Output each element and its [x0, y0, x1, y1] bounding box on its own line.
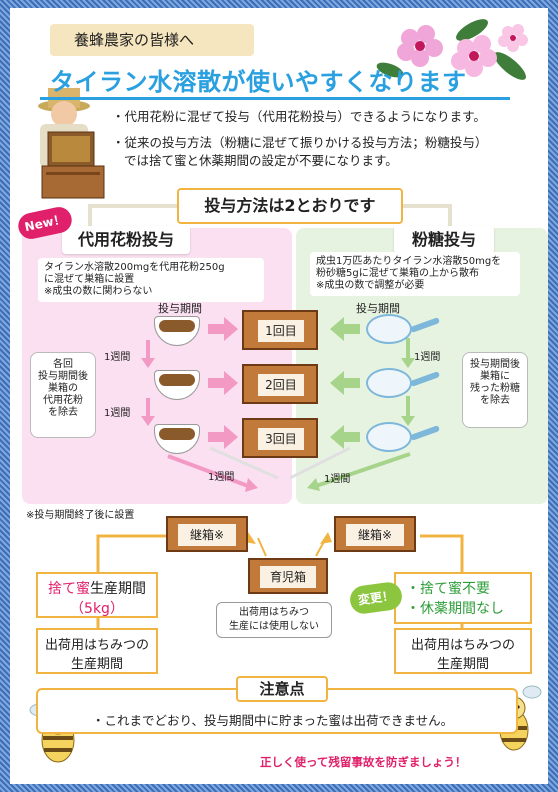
brood-box: 育児箱: [248, 558, 328, 594]
left-ship-line-2: 生産期間: [70, 657, 123, 672]
sugar-method-title: 粉糖投与: [394, 226, 494, 254]
sugar-description: 成虫1万匹あたりタイラン水溶散50mgを 粉砂糖5gに混ぜて巣箱の上から散布 ※…: [310, 252, 520, 296]
sugar-left-arrow-2: [330, 371, 360, 395]
caution-title: 注意点: [236, 676, 328, 702]
sugar-spoon-3-icon: [366, 422, 412, 452]
beekeeper-illustration-icon: [38, 88, 105, 199]
pollen-side-note: 各回 投与期間後 巣箱の 代用花粉 を除去: [30, 352, 96, 438]
caution-text: ・これまでどおり、投与期間中に貯まった蜜は出荷できません。: [92, 713, 454, 728]
pollen-right-arrow-2: [208, 371, 238, 395]
sugar-side-note: 投与期間後 巣箱に 残った粉糖 を除去: [462, 352, 528, 428]
discard-rest-text: 生産期間: [90, 581, 146, 597]
pollen-period-label: 投与期間: [158, 302, 202, 315]
pollen-exit-line: [167, 454, 249, 488]
audience-label: 養蜂農家の皆様へ: [50, 24, 254, 56]
connector-left: [88, 204, 177, 230]
brood-note-line-1: 出荷用はちみつ: [239, 607, 309, 618]
pollen-week-3: 1週間: [208, 472, 235, 483]
right-result-line-2: ・休薬期間なし: [406, 601, 504, 617]
right-result-connector: [420, 534, 464, 574]
pollen-week-1: 1週間: [104, 352, 131, 363]
super-right-label: 継箱※: [346, 524, 404, 546]
sugar-down-arrow-2: [401, 396, 415, 426]
caution-footer: 正しく使って残留事故を防ぎましょう！: [260, 755, 467, 769]
headline-underline: [40, 97, 510, 100]
discard-honey-period-box: 捨て蜜生産期間 （5kg）: [36, 572, 158, 618]
brood-label: 育児箱: [260, 566, 316, 588]
left-shipping-period-box: 出荷用はちみつの 生産期間: [36, 628, 158, 674]
pollen-right-arrow-3: [208, 425, 238, 449]
sugar-desc-line-1: 成虫1万匹あたりタイラン水溶散50mgを: [316, 256, 502, 267]
super-left-label: 継箱※: [178, 524, 236, 546]
sugar-left-arrow-1: [330, 317, 360, 341]
round-2-crate: 2回目: [242, 364, 318, 404]
brood-note-line-2: 生産には使用しない: [229, 621, 319, 632]
pollen-description: タイラン水溶散200mgを代用花粉250g に混ぜて巣箱に設置 ※成虫の数に関わ…: [38, 258, 264, 302]
sugar-desc-line-3: ※成虫の数で調整が必要: [316, 280, 425, 291]
no-withdrawal-box: ・捨て蜜不要 ・休薬期間なし: [394, 572, 532, 624]
round-1-crate: 1回目: [242, 310, 318, 350]
intro-bullet-1: ・代用花粉に混ぜて投与（代用花粉投与）できるようになります。: [112, 109, 486, 124]
discard-amount: （5kg）: [70, 601, 124, 617]
pollen-method-title: 代用花粉投与: [62, 226, 190, 254]
flyer-sheet: 養蜂農家の皆様へ タイラン水溶散が使いやすくなります ・代用花粉に混ぜて投与（代…: [10, 8, 548, 784]
decor-layer: [38, 19, 528, 199]
brood-note: 出荷用はちみつ 生産には使用しない: [216, 602, 332, 638]
right-ship-line-2: 生産期間: [436, 657, 489, 672]
pollen-down-arrow-2: [141, 398, 155, 426]
after-period-note: ※投与期間終了後に設置: [26, 510, 135, 521]
pollen-desc-line-1: タイラン水溶散200mgを代用花粉250g: [44, 262, 225, 273]
pollen-desc-line-3: ※成虫の数に関わらない: [44, 286, 153, 297]
pollen-down-arrow-1: [141, 340, 155, 368]
right-shipping-period-box: 出荷用はちみつの 生産期間: [394, 628, 532, 674]
pollen-week-2: 1週間: [104, 408, 131, 419]
intro-bullet-2-line-1: ・従来の投与方法（粉糖に混ぜて振りかける投与方法；粉糖投与）: [112, 135, 488, 150]
discard-line-1: 捨て蜜生産期間: [38, 578, 156, 598]
flower-decoration-icon: [376, 19, 528, 80]
round-1-label: 1回目: [258, 320, 304, 342]
connector-layer: [88, 204, 452, 230]
sugar-spoon-1-icon: [366, 314, 412, 344]
headline: タイラン水溶散が使いやすくなります: [50, 68, 467, 96]
connector-right: [403, 204, 452, 230]
intro-bullet-2-line-2: では捨て蜜と休薬期間の設定が不要になります。: [124, 153, 398, 168]
sugar-exit-arrowhead: [307, 478, 320, 491]
sugar-exit-line: [315, 452, 411, 488]
super-box-left: 継箱※: [166, 516, 248, 552]
sugar-down-arrow-1: [401, 338, 415, 368]
round-2-label: 2回目: [258, 374, 304, 396]
pollen-exit-arrowhead: [245, 478, 258, 492]
super-box-right: 継箱※: [334, 516, 416, 552]
left-ship-line-1: 出荷用はちみつの: [44, 638, 149, 653]
pollen-right-arrow-1: [208, 317, 238, 341]
sugar-spoon-2-icon: [366, 368, 412, 398]
sugar-left-arrow-3: [330, 425, 360, 449]
pollen-desc-line-2: に混ぜて巣箱に設置: [44, 274, 135, 285]
methods-title: 投与方法は2とおりです: [177, 188, 403, 224]
right-ship-line-1: 出荷用はちみつの: [410, 638, 515, 653]
sugar-week-2: 1週間: [324, 474, 351, 485]
sugar-desc-line-2: 粉砂糖5gに混ぜて巣箱の上から散布: [316, 268, 480, 279]
sugar-week-1: 1週間: [414, 352, 441, 363]
audience-label-text: 養蜂農家の皆様へ: [74, 31, 195, 49]
sugar-period-label: 投与期間: [356, 302, 400, 315]
round-3-crate: 3回目: [242, 418, 318, 458]
round-3-label: 3回目: [258, 428, 304, 450]
right-result-line-1: ・捨て蜜不要: [406, 581, 490, 597]
discard-red-text: 捨て蜜: [48, 581, 90, 597]
left-result-connector: [96, 534, 166, 574]
